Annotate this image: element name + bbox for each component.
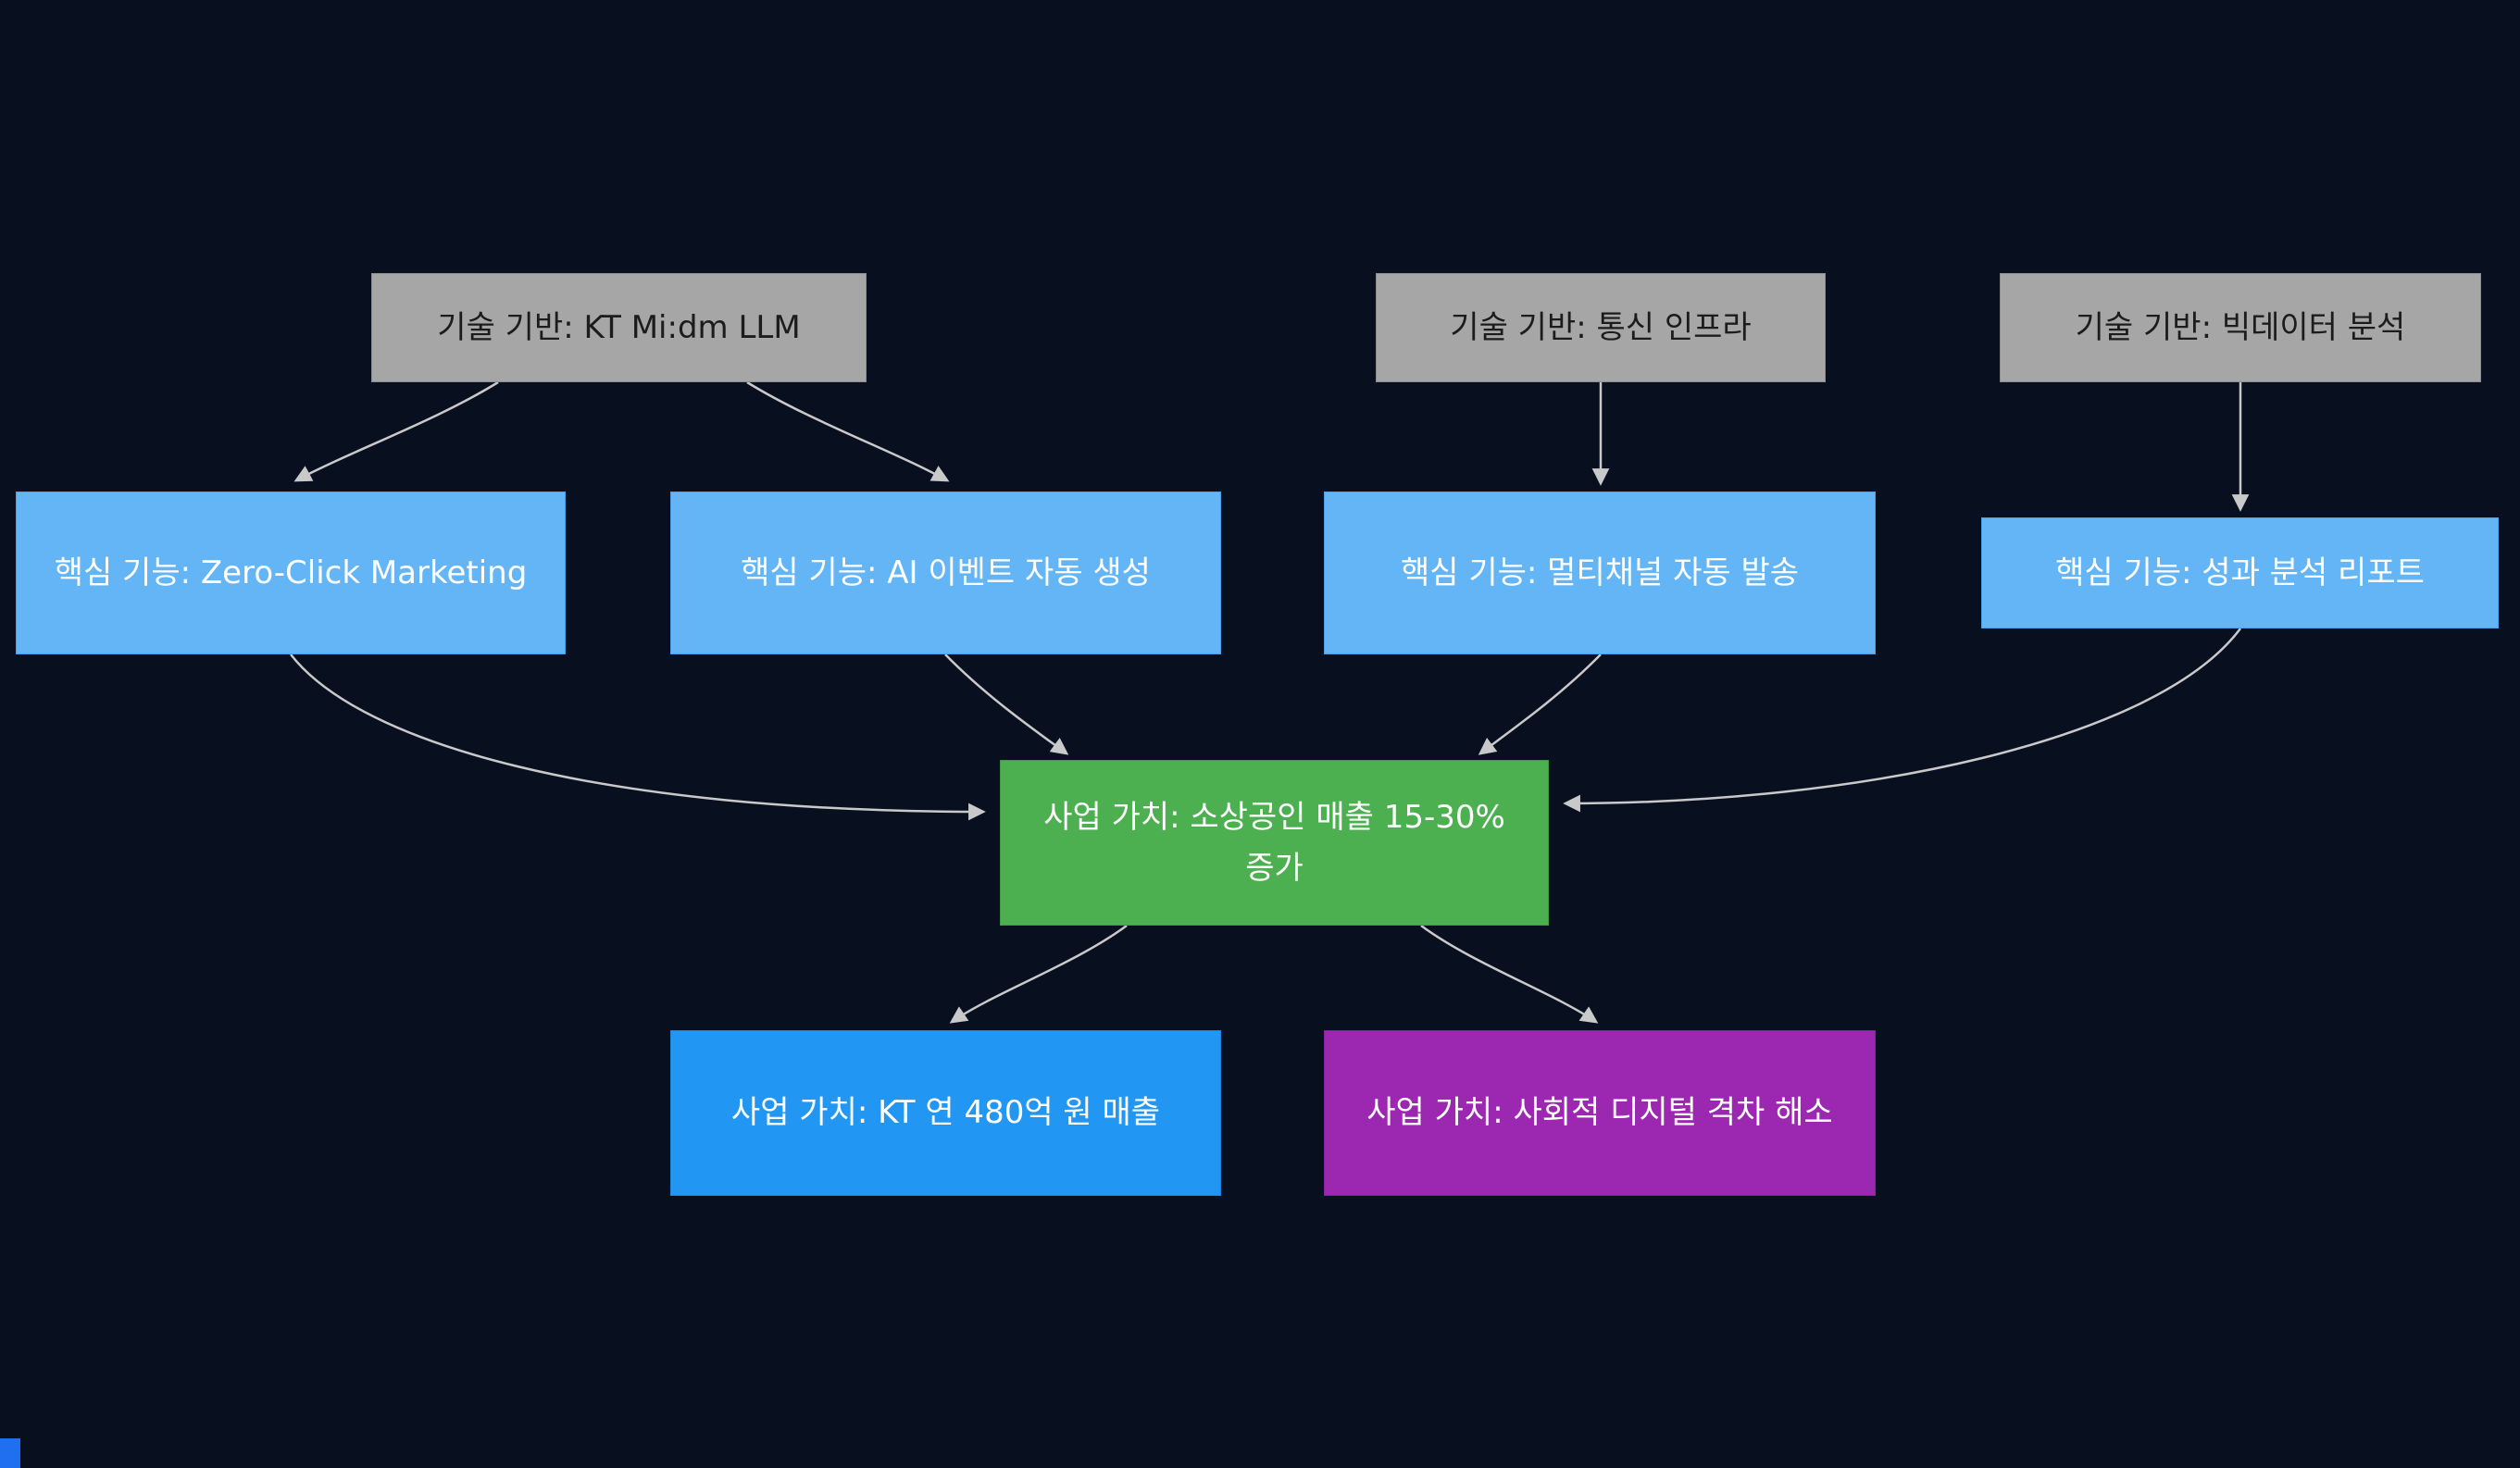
node-feature-ai-event: 핵심 기능: AI 이벤트 자동 생성: [670, 491, 1221, 654]
node-tech-telecom: 기술 기반: 통신 인프라: [1376, 273, 1826, 382]
node-value-sales-label: 사업 가치: 소상공인 매출 15-30% 증가: [1043, 799, 1505, 887]
edge-report-sales: [1563, 628, 2242, 813]
node-tech-bigdata: 기술 기반: 빅데이터 분석: [2000, 273, 2481, 382]
node-value-social-label: 사업 가치: 사회적 디지털 격차 해소: [1366, 1094, 1833, 1132]
node-feature-zeroclick-label: 핵심 기능: Zero-Click Marketing: [54, 554, 528, 591]
node-value-social: 사업 가치: 사회적 디지털 격차 해소: [1324, 1030, 1876, 1196]
node-value-kt-label: 사업 가치: KT 연 480억 원 매출: [730, 1094, 1161, 1132]
edge-sales-kt: [949, 924, 1128, 1024]
corner-blue-artifact: [0, 1438, 20, 1468]
node-feature-zeroclick: 핵심 기능: Zero-Click Marketing: [16, 491, 566, 654]
node-feature-report-label: 핵심 기능: 성과 분석 리포트: [2055, 554, 2425, 591]
node-value-kt: 사업 가치: KT 연 480억 원 매출: [670, 1030, 1221, 1196]
edge-zeroclick-sales: [290, 653, 986, 821]
node-tech-llm-label: 기술 기반: KT Mi:dm LLM: [437, 308, 801, 346]
node-value-sales: 사업 가치: 소상공인 매출 15-30% 증가: [1000, 760, 1549, 926]
node-feature-ai-event-label: 핵심 기능: AI 이벤트 자동 생성: [741, 554, 1151, 591]
edge-aievent-sales: [944, 653, 1069, 755]
edge-techllm-aievent: [746, 380, 950, 482]
node-feature-multichannel: 핵심 기능: 멀티채널 자동 발송: [1324, 491, 1876, 654]
node-tech-telecom-label: 기술 기반: 통신 인프라: [1450, 308, 1752, 346]
edge-sales-social: [1420, 924, 1599, 1024]
edge-multichannel-sales: [1478, 653, 1602, 755]
node-tech-llm: 기술 기반: KT Mi:dm LLM: [371, 273, 867, 382]
node-feature-report: 핵심 기능: 성과 분석 리포트: [1981, 517, 2499, 628]
node-tech-bigdata-label: 기술 기반: 빅데이터 분석: [2075, 308, 2406, 346]
node-feature-multichannel-label: 핵심 기능: 멀티채널 자동 발송: [1400, 554, 1800, 591]
edge-techllm-zeroclick: [293, 380, 499, 482]
